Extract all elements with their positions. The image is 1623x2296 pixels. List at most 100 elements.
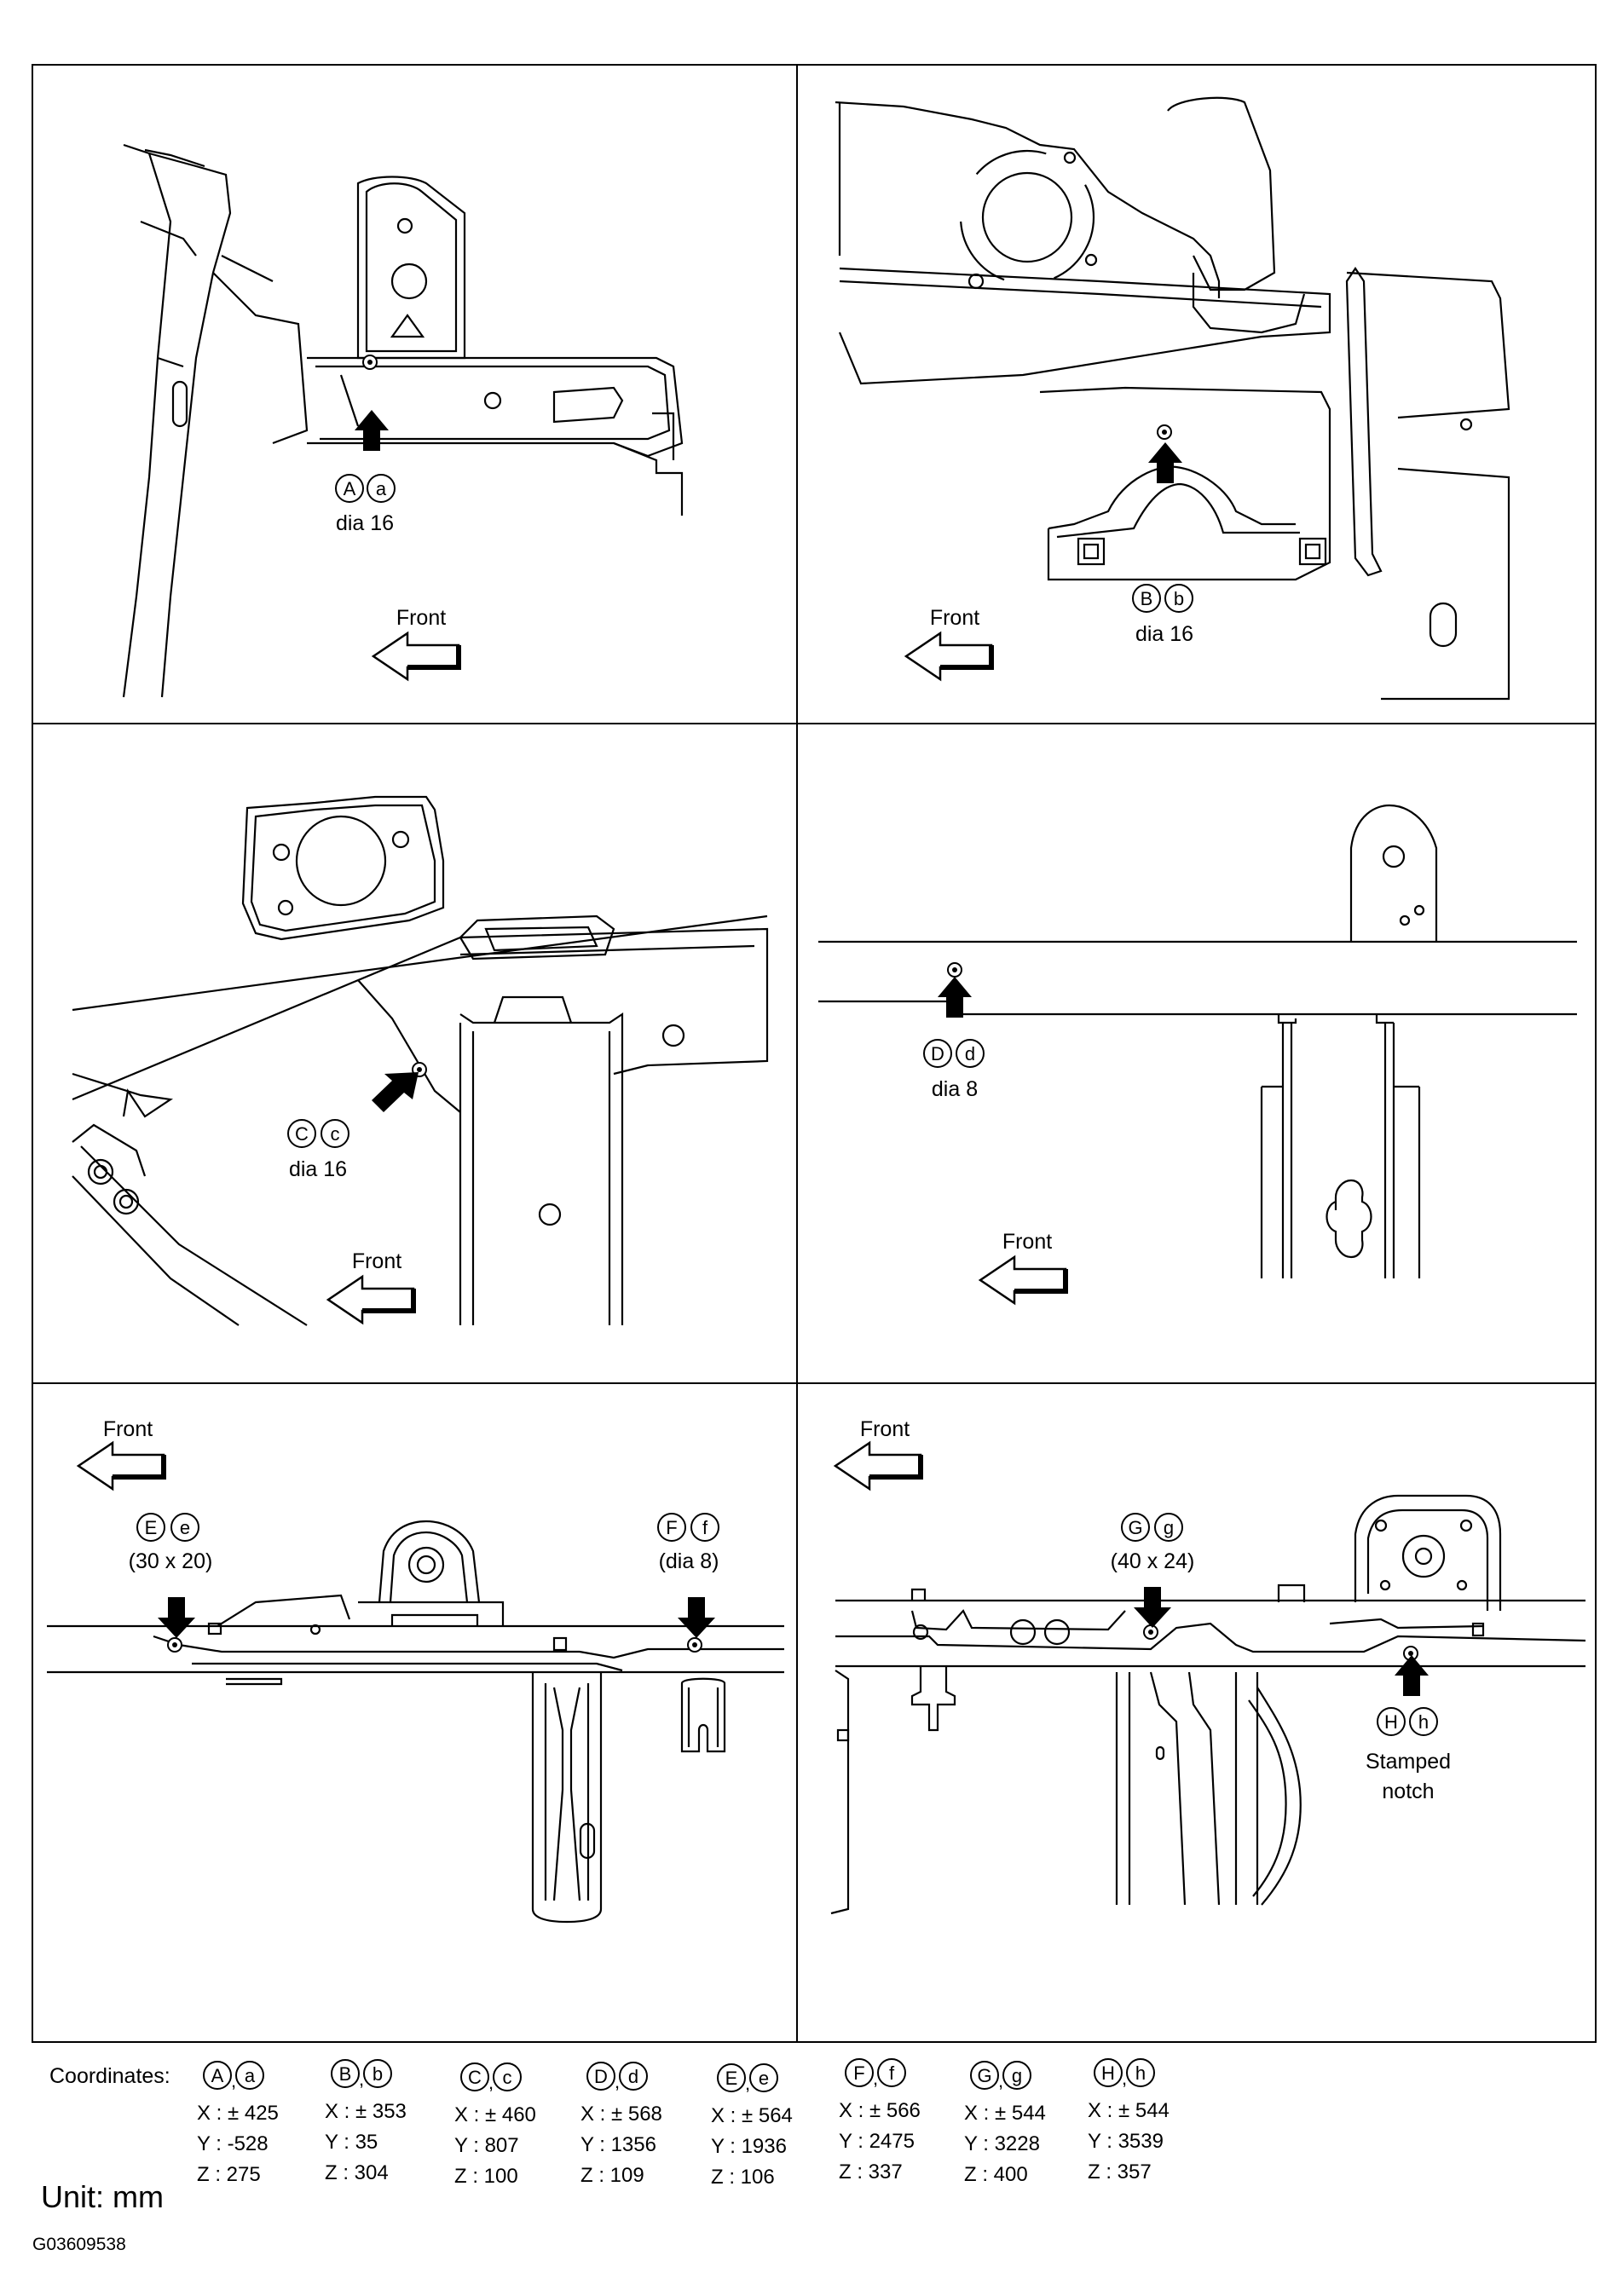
measure-point-b-marker [1157,424,1172,440]
panel-ef-structure [47,1520,784,1924]
coord-x-value: X : ± 425 [197,2102,279,2125]
coord-letter-circle [1002,2061,1031,2090]
coord-y-value: Y : 1356 [580,2133,656,2156]
coord-letter-circle [877,2058,906,2087]
front-arrow-icon [78,1443,164,1489]
front-arrow-icon [373,633,459,679]
coord-letter-circle [970,2061,999,2090]
coord-z-value: Z : 109 [580,2164,644,2187]
coord-letter: b [373,2063,383,2085]
coord-letter-circle [749,2063,778,2092]
size-label-g: (40 x 24) [1111,1549,1195,1573]
coord-x-value: X : ± 544 [1088,2099,1170,2122]
svg-text:A: A [344,478,356,499]
measure-arrow-c [372,1072,419,1112]
size-label-d: dia 8 [932,1077,978,1101]
measure-point-d-marker [947,962,962,978]
point-label-c: C c [287,1119,349,1148]
measure-arrow-e [158,1597,195,1638]
panel-c: C c dia 16 Front [72,795,769,1326]
front-label: Front [396,606,446,630]
panel-d-structure [818,804,1577,1278]
figure-code: G03609538 [32,2235,126,2254]
coord-z-value: Z : 275 [197,2163,261,2186]
coord-letter-circle [717,2063,746,2092]
front-arrow-icon [328,1277,413,1323]
panel-b: B b dia 16 Front [835,96,1510,701]
coord-letter: g [1012,2065,1022,2086]
coord-letter-circle [619,2062,648,2091]
point-label-h: H h [1377,1707,1438,1736]
coord-separator: , [231,2070,236,2091]
coord-letter: e [759,2068,769,2089]
point-label-g: G g [1121,1513,1183,1542]
coord-letter-circle [1094,2058,1123,2087]
front-label: Front [352,1249,401,1273]
size-label-c: dia 16 [289,1157,347,1181]
size-label-e: (30 x 20) [129,1549,213,1573]
coord-y-value: Y : 1936 [711,2135,787,2158]
coord-separator: , [745,2073,750,2094]
coord-y-value: Y : 2475 [839,2130,915,2153]
panel-a: A a dia 16 Front [122,143,684,698]
front-label: Front [1002,1230,1052,1254]
coord-z-value: Z : 304 [325,2161,389,2184]
svg-text:H: H [1384,1711,1398,1733]
point-label-e: E e [136,1513,199,1542]
coord-letter: c [503,2067,512,2088]
svg-text:G: G [1128,1517,1142,1538]
coord-letter: G [977,2065,991,2086]
coord-separator: , [615,2071,620,2092]
svg-text:F: F [666,1517,677,1538]
coord-letter: F [853,2062,864,2084]
coord-x-value: X : ± 566 [839,2099,921,2122]
coord-letter: E [725,2068,738,2089]
front-arrow-icon [835,1443,921,1489]
coord-x-value: X : ± 564 [711,2104,793,2127]
coord-letter-circle [460,2062,489,2091]
coord-letter: d [628,2066,638,2087]
svg-text:g: g [1164,1517,1174,1538]
front-arrow-icon [980,1257,1066,1303]
coord-y-value: Y : 807 [454,2134,519,2157]
measure-arrow-a [355,410,389,451]
coord-z-value: Z : 106 [711,2166,775,2189]
measure-arrow-h [1395,1655,1429,1696]
size-label-h: Stamped [1366,1750,1451,1774]
panel-d: D d dia 8 Front [818,804,1577,1303]
panel-frame [32,64,1597,2043]
size-label-a: dia 16 [336,511,394,535]
coord-x-value: X : ± 544 [964,2102,1046,2125]
coord-letter: H [1101,2062,1115,2084]
measure-point-f-marker [687,1637,702,1653]
coord-y-value: Y : 3228 [964,2132,1040,2155]
coord-letter-circle [845,2058,874,2087]
coord-letter-circle [203,2061,232,2090]
measure-arrow-b [1148,442,1182,483]
svg-text:c: c [331,1123,340,1145]
point-label-d: D d [923,1039,985,1068]
measure-arrow-d [938,977,972,1018]
panel-ef: E e (30 x 20) F f (dia 8) Front [47,1417,784,1924]
svg-text:C: C [295,1123,309,1145]
svg-text:f: f [702,1517,708,1538]
panel-a-structure [122,143,684,698]
coord-y-value: Y : 35 [325,2131,378,2154]
front-label: Front [103,1417,153,1441]
point-label-b: B b [1132,584,1193,613]
measure-point-g-marker [1143,1624,1158,1640]
coord-y-value: Y : 3539 [1088,2130,1164,2153]
measure-arrow-f [678,1597,715,1638]
coord-separator: , [873,2068,878,2089]
panel-gh: G g (40 x 24) H h Stamped notch Front [830,1417,1586,1915]
coord-y-value: Y : -528 [197,2132,269,2155]
front-arrow-icon [906,633,991,679]
coord-letter: B [339,2063,352,2085]
